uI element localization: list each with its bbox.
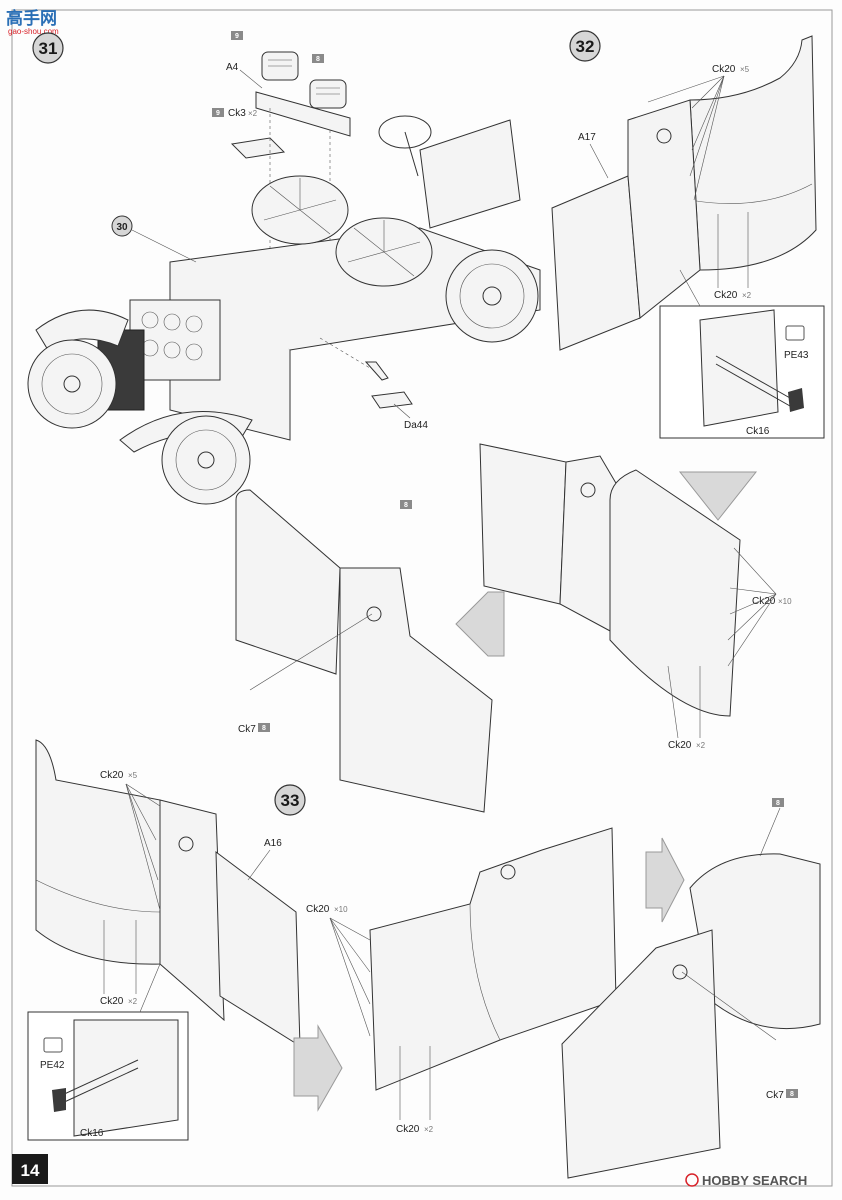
curved-shell-mid xyxy=(609,469,741,717)
wheel-rear xyxy=(445,249,539,343)
svg-text:×5: ×5 xyxy=(128,771,138,780)
svg-text:8: 8 xyxy=(404,502,408,509)
svg-text:×2: ×2 xyxy=(696,741,706,750)
curved-shell-right xyxy=(689,853,821,1029)
svg-text:×2: ×2 xyxy=(424,1125,434,1134)
svg-text:×10: ×10 xyxy=(334,905,348,914)
side-panel-A16 xyxy=(215,850,301,1047)
pedal-plate xyxy=(371,391,413,409)
svg-text:×2: ×2 xyxy=(128,997,138,1006)
part-PE42: PE42 xyxy=(40,1060,65,1071)
front-plate-right xyxy=(561,929,721,1179)
watermark-brand: 高手网 xyxy=(6,8,57,28)
steering-wheel xyxy=(378,115,432,149)
site-watermark: 高手网 gao-shou.com xyxy=(6,8,59,36)
middle-assembly: Ck20 ×10 Ck20 ×2 8 Ck7 8 xyxy=(235,443,792,813)
svg-text:×10: ×10 xyxy=(778,597,792,606)
svg-text:8: 8 xyxy=(316,56,320,63)
arrow-down xyxy=(678,471,758,521)
step-32-badge xyxy=(569,30,601,62)
arrow-right-1 xyxy=(293,1024,343,1112)
watermark-url: gao-shou.com xyxy=(8,27,59,36)
part-A16: A16 xyxy=(264,838,282,849)
photo-etch-icon xyxy=(785,325,805,341)
front-plate-mid xyxy=(339,567,493,813)
step-31: 31 9 8 A4 9 Ck3 ×2 xyxy=(27,31,541,505)
tag-8-a xyxy=(312,54,324,63)
part-Ck20-x2-b: Ck20 xyxy=(668,740,692,751)
page-number: 14 xyxy=(21,1161,40,1180)
engine xyxy=(129,299,221,381)
part-Ck20-x10-b: Ck20 xyxy=(306,904,330,915)
panel-mid-right xyxy=(479,443,567,605)
photo-etch-icon-2 xyxy=(43,1037,63,1053)
step-32-number: 32 xyxy=(576,37,595,56)
svg-text:×2: ×2 xyxy=(742,291,752,300)
armor-shell-33 xyxy=(35,739,161,965)
part-A17: A17 xyxy=(578,132,596,143)
arrow-right-2 xyxy=(645,837,685,923)
rear-box xyxy=(419,119,521,229)
front-plate xyxy=(627,99,701,319)
part-Ck20-x10-a: Ck20 xyxy=(752,596,776,607)
part-Ck20-x2-d: Ck20 xyxy=(396,1124,420,1135)
svg-text:30: 30 xyxy=(116,222,128,233)
part-Da44: Da44 xyxy=(404,420,428,431)
step-31-number: 31 xyxy=(39,39,58,58)
part-Ck7-b: Ck7 xyxy=(766,1090,784,1101)
armor-shell-rear xyxy=(689,35,817,271)
svg-text:×2: ×2 xyxy=(248,109,258,118)
part-PE43: PE43 xyxy=(784,350,809,361)
part-Ck20-x2-a: Ck20 xyxy=(714,290,738,301)
step-33: 33 Ck20 ×5 A16 Ck20 ×2 PE42 Ck16 Ck20 ×1… xyxy=(27,739,821,1179)
part-Ck20-x5-b: Ck20 xyxy=(100,770,124,781)
pedal-arm xyxy=(364,361,389,381)
step-32: 32 A17 Ck20 ×5 Ck20 ×2 PE43 Ck16 xyxy=(551,30,825,439)
wheel-front-right xyxy=(161,415,251,505)
part-Ck20-x5-a: Ck20 xyxy=(712,64,736,75)
tag-9-a xyxy=(231,31,243,40)
svg-text:8: 8 xyxy=(262,725,266,732)
step-33-number: 33 xyxy=(281,791,300,810)
hobbysearch-watermark: HOBBY SEARCH xyxy=(685,1173,807,1188)
curved-shell-left xyxy=(235,489,341,675)
part-Ck7-a: Ck7 xyxy=(238,724,256,735)
arrow-left xyxy=(455,591,505,657)
svg-text:8: 8 xyxy=(790,1091,794,1098)
part-Ck16-a: Ck16 xyxy=(746,426,770,437)
page-number-box xyxy=(12,1154,48,1184)
side-panel-A17 xyxy=(551,175,641,351)
svg-text:8: 8 xyxy=(776,800,780,807)
part-Ck3: Ck3 xyxy=(228,108,246,119)
tag-8-c xyxy=(772,798,784,807)
svg-text:9: 9 xyxy=(235,33,239,40)
step-31-badge xyxy=(32,32,64,64)
cushion xyxy=(230,137,286,159)
wheel-front-left xyxy=(27,339,117,429)
part-A4: A4 xyxy=(226,62,239,73)
page-border xyxy=(11,9,833,1187)
ref-30-badge xyxy=(111,215,133,237)
armor-assembled-33 xyxy=(369,827,617,1091)
part-Ck16-b: Ck16 xyxy=(80,1128,104,1139)
step-33-badge xyxy=(274,784,306,816)
watermark-hobbysearch: HOBBY SEARCH xyxy=(702,1173,807,1188)
tag-9-b xyxy=(212,108,224,117)
svg-text:9: 9 xyxy=(216,110,220,117)
svg-text:×5: ×5 xyxy=(740,65,750,74)
tag-8-b xyxy=(400,500,412,509)
seat-assembly xyxy=(255,51,351,137)
hobbysearch-logo-icon xyxy=(685,1173,699,1187)
part-Ck20-x2-c: Ck20 xyxy=(100,996,124,1007)
